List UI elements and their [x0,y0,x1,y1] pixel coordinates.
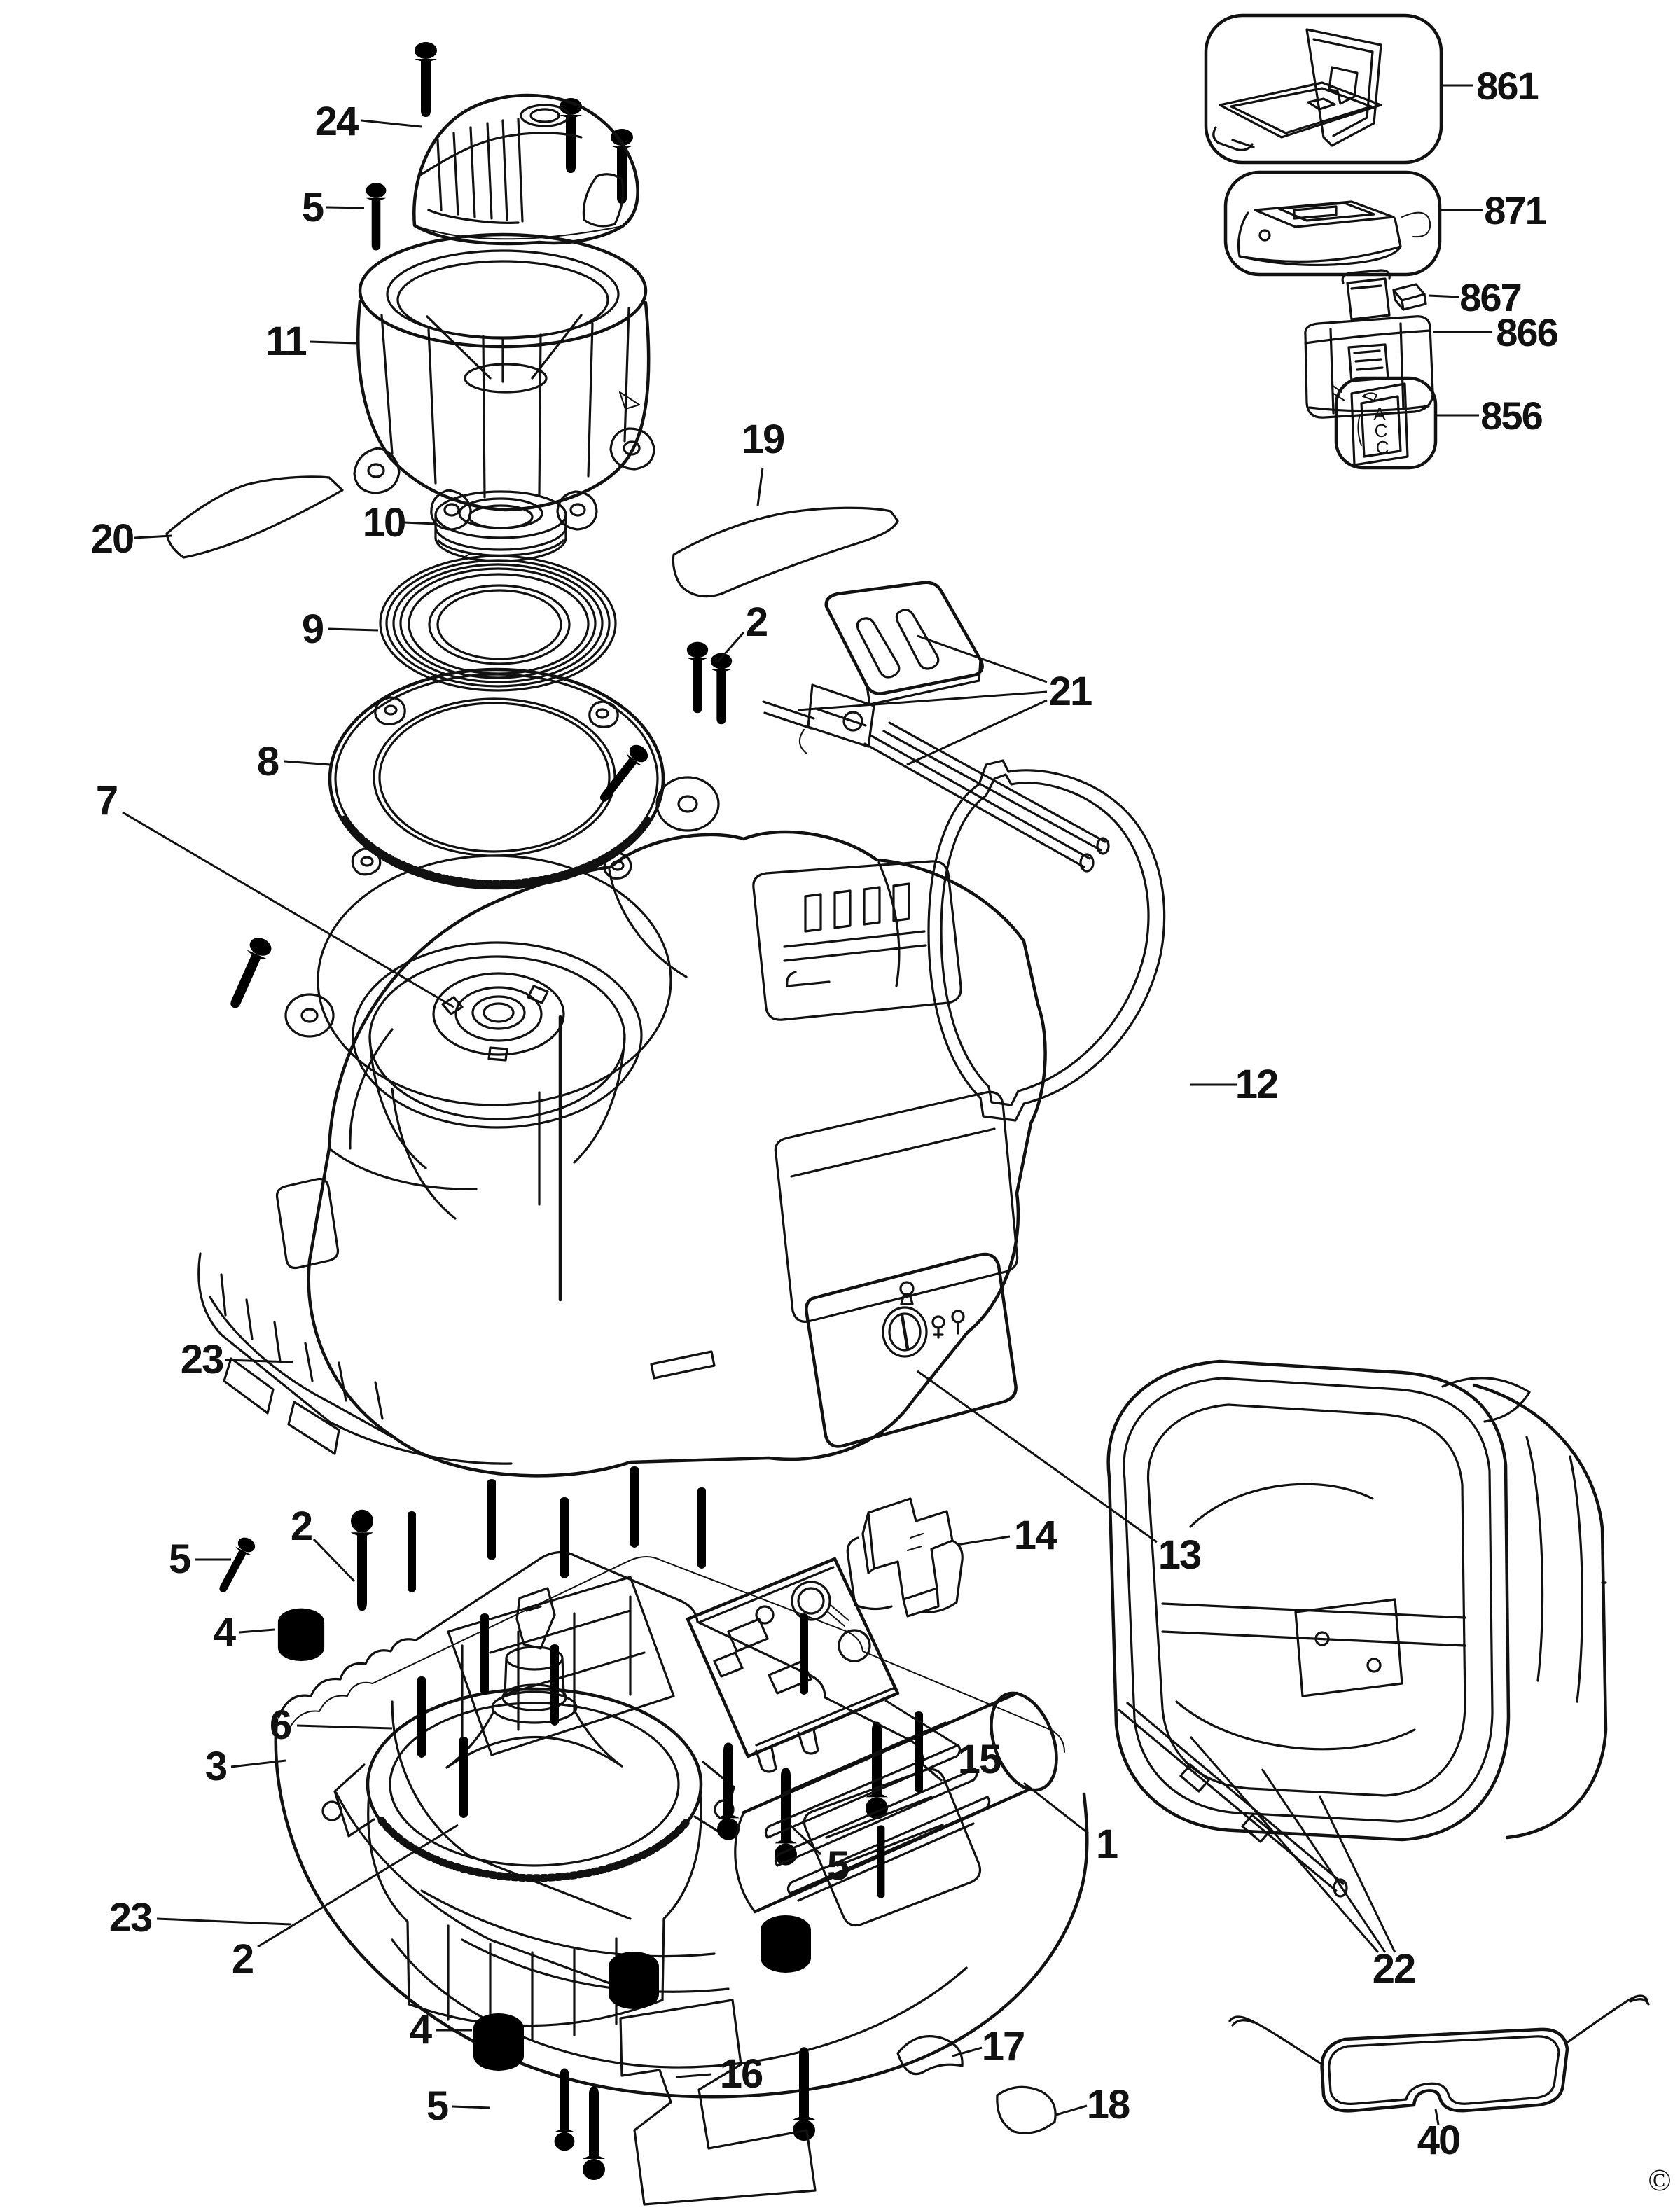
callout-labels: 24 5 11 20 10 9 8 7 19 2 21 861 871 867 … [91,64,1560,2163]
callout-2a: 2 [746,599,767,645]
acc-letter-c1: C [1375,420,1388,441]
callout-40: 40 [1417,2118,1460,2163]
part-867-block [1392,283,1427,311]
callout-11: 11 [265,319,306,364]
part-13-control-panel [805,1252,1018,1448]
acc-letter-a: A [1373,403,1386,424]
callout-18: 18 [1087,2082,1130,2127]
callout-2c: 2 [232,1936,253,1982]
callout-4b: 4 [410,2007,432,2053]
part-11-housing-ring [353,232,655,531]
part-856-acc-card [1331,376,1438,470]
leader-lines [122,84,1492,2125]
part-12-gasket [927,759,1166,1122]
callout-23b: 23 [109,1895,152,1940]
callout-856: 856 [1480,394,1542,438]
part-16-label-pad [619,1999,817,2206]
callout-5c: 5 [169,1536,190,1582]
callout-14: 14 [1014,1513,1057,1558]
acc-letter-c2: C [1376,437,1389,458]
part-21-bracket-assembly [762,581,1110,873]
callout-5d: 5 [426,2083,448,2129]
part-871-charger [1223,170,1442,277]
screw-2-motor [351,1509,373,1611]
part-24-top-cap [412,93,639,246]
callout-12: 12 [1235,1062,1278,1107]
washer-screw-top [594,741,720,832]
copyright-mark: © [1648,2163,1671,2197]
screw-top-right-2 [611,129,633,204]
acc-card-letters: A C C [1373,403,1389,458]
assembly-pins [408,1466,923,1898]
part-861-kit-box [1204,13,1443,165]
part-19-label-pad [672,506,899,598]
callout-15: 15 [958,1737,1001,1782]
part-17-pad [896,2035,964,2076]
callout-1: 1 [1096,1821,1118,1867]
callout-8: 8 [257,739,279,784]
part-866-battery [1304,269,1434,419]
foot-4-bottom [473,2013,524,2071]
part-6-motor-assembly [321,1587,735,2041]
callout-19: 19 [742,417,784,462]
callout-3: 3 [205,1744,227,1789]
part-40-safety-glasses [1228,1994,1650,2113]
callout-861: 861 [1476,64,1538,108]
part-18-pad [996,2085,1057,2134]
callout-7: 7 [96,778,117,824]
part-upper-housing [197,830,1047,1478]
part-9-coil-ring [379,553,617,692]
callout-17: 17 [982,2024,1025,2069]
callout-4a: 4 [214,1609,236,1655]
callout-871: 871 [1484,188,1546,232]
part-22-rear-housing [1106,1359,1608,1898]
screw-top [415,42,437,117]
callout-13: 13 [1158,1532,1201,1578]
callout-21: 21 [1049,669,1092,714]
part-15-pcb [686,1557,900,1773]
callout-10: 10 [363,500,405,546]
part-14-switch [846,1497,964,1618]
callout-16: 16 [720,2051,763,2097]
callout-5a: 5 [302,185,324,230]
callout-6: 6 [270,1702,291,1748]
callout-867: 867 [1459,275,1520,319]
callout-866: 866 [1496,310,1557,354]
callout-9: 9 [302,606,324,652]
callout-24: 24 [315,99,359,144]
part-3-gasket [277,1550,943,1782]
callout-23a: 23 [181,1337,223,1382]
part-20-label-pad [165,475,344,559]
part-lower-housing [274,1550,1089,2099]
callout-22: 22 [1373,1946,1415,1992]
screw-5-top [366,183,387,251]
callout-5b: 5 [827,1843,849,1889]
screw-washer-left [223,934,335,1038]
foot-4-upper [277,1608,325,1662]
callout-2b: 2 [291,1504,312,1549]
screw-5-left [214,1534,258,1597]
part-10-bearing-ring [434,490,567,562]
callout-20: 20 [91,516,134,562]
